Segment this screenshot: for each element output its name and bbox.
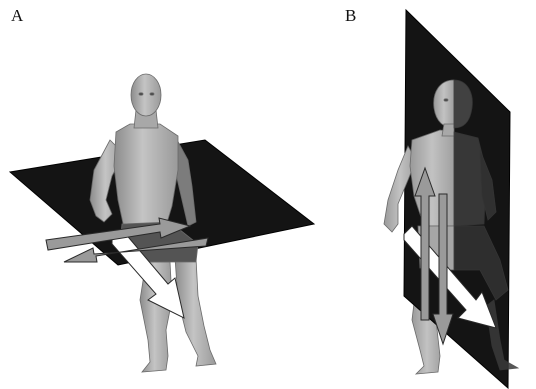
panel-b — [384, 10, 518, 388]
panel-a — [10, 74, 314, 372]
